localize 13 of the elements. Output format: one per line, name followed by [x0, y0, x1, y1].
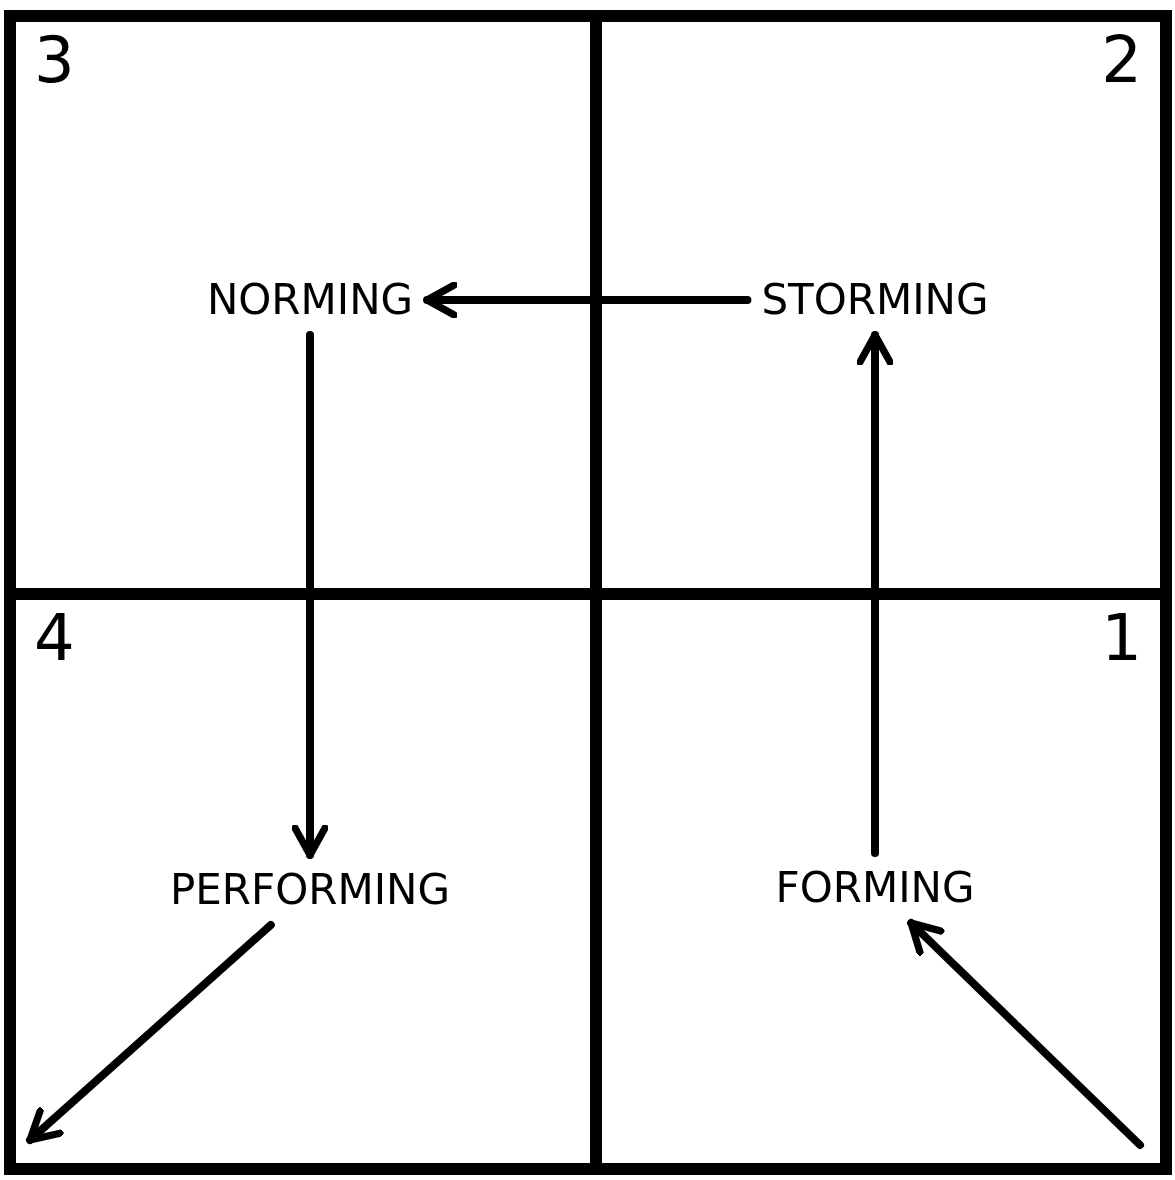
arrow [907, 919, 1144, 1149]
stage-label: FORMING [775, 867, 975, 909]
stage-label: PERFORMING [170, 869, 450, 911]
arrow [26, 921, 275, 1144]
stage-number: 1 [1101, 606, 1142, 670]
arrow [856, 331, 894, 857]
arrow [291, 331, 329, 859]
stage-label: STORMING [761, 279, 989, 321]
arrow [423, 281, 752, 319]
stage-number: 2 [1101, 28, 1142, 92]
stage-number: 4 [34, 606, 75, 670]
stage-number: 3 [34, 28, 75, 92]
stage-label: NORMING [206, 279, 414, 321]
